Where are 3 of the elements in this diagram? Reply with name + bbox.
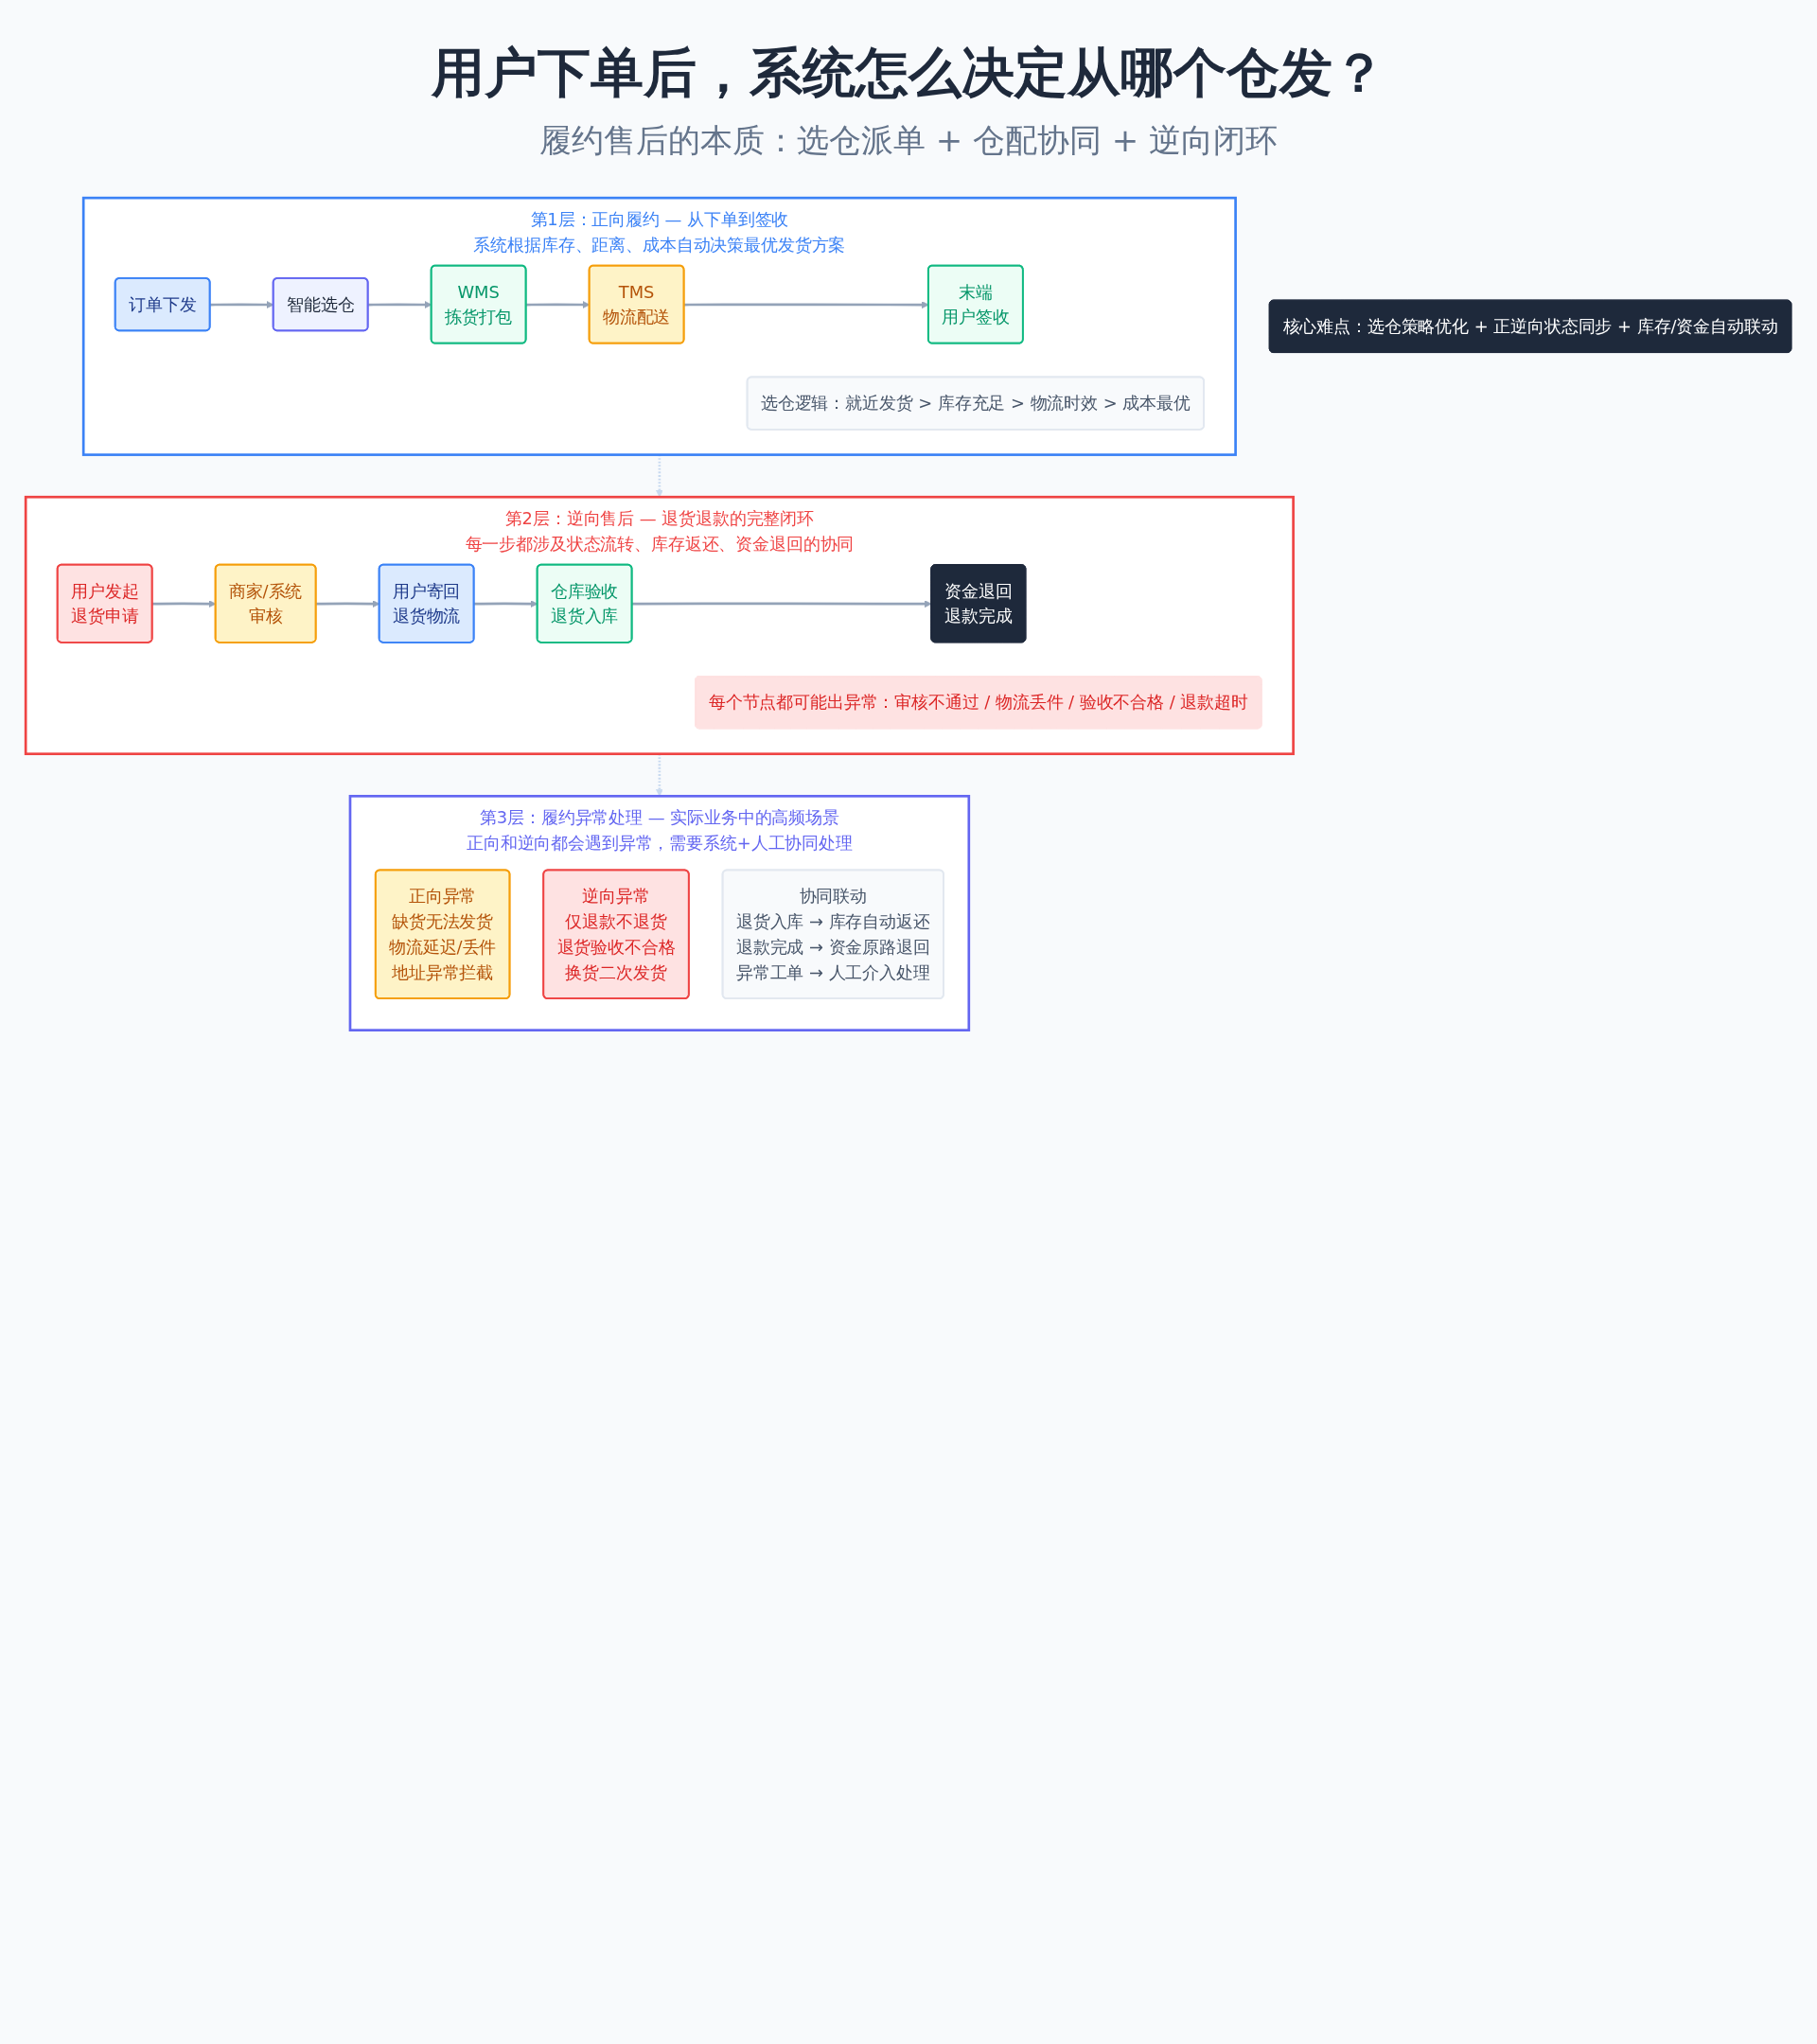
arrow — [632, 600, 932, 608]
diagram-title: 用户下单后，系统怎么决定从哪个仓发？ — [430, 41, 1386, 105]
subtitle: 履约售后的本质：选仓派单 + 仓配协同 + 逆向闭环 — [538, 120, 1279, 161]
